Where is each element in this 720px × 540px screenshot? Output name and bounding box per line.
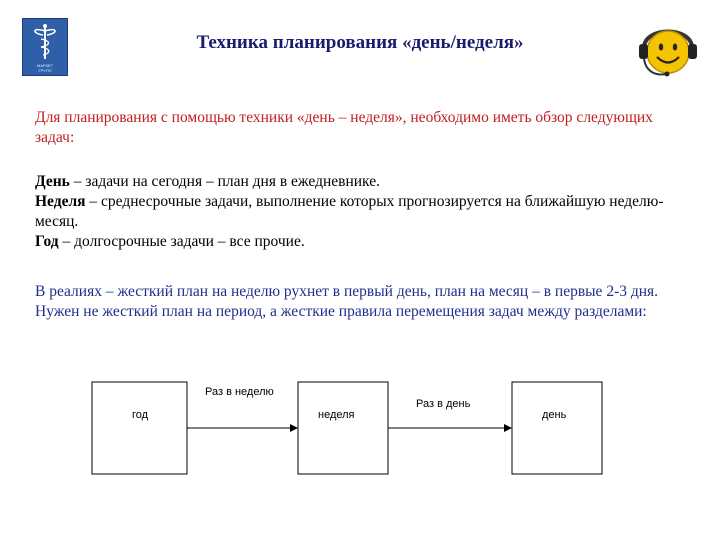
- flow-diagram: год неделя день Раз в неделю Раз в день: [0, 370, 720, 490]
- note-text: В реалиях – жесткий план на неделю рухне…: [35, 283, 659, 320]
- node-box-year: [91, 381, 188, 475]
- definition-day: День – задачи на сегодня – план дня в еж…: [35, 172, 685, 192]
- definition-year: Год – долгосрочные задачи – все прочие.: [35, 232, 685, 252]
- definition-text: – среднесрочные задачи, выполнение котор…: [35, 193, 664, 230]
- intro-text: Для планирования с помощью техники «день…: [35, 109, 653, 146]
- definitions-list: День – задачи на сегодня – план дня в еж…: [35, 172, 685, 252]
- node-label-day: день: [542, 409, 567, 421]
- definition-text: – долгосрочные задачи – все прочие.: [58, 233, 305, 250]
- node-label-year: год: [132, 409, 149, 421]
- page-title: Техника планирования «день/неделя»: [196, 32, 524, 53]
- diagram-canvas: [91, 381, 603, 475]
- definition-term: День: [35, 173, 70, 190]
- caduceus-logo: МАРКЕТ ГРУПП: [22, 18, 68, 76]
- logo-text-line-1: МАРКЕТ: [36, 63, 54, 68]
- edge-label-week-day: Раз в день: [416, 398, 471, 410]
- definition-text: – задачи на сегодня – план дня в ежеднев…: [69, 173, 380, 190]
- definition-term: Неделя: [35, 193, 86, 210]
- node-box-week: [297, 381, 389, 475]
- logo-text-line-2: ГРУПП: [38, 68, 52, 73]
- definition-week: Неделя – среднесрочные задачи, выполнени…: [35, 192, 685, 232]
- caduceus-icon: [34, 24, 56, 59]
- smiley-headset-icon: [639, 29, 697, 77]
- definition-term: Год: [35, 233, 59, 250]
- edge-label-year-week: Раз в неделю: [205, 386, 274, 398]
- node-label-week: неделя: [318, 409, 355, 421]
- node-box-day: [511, 381, 603, 475]
